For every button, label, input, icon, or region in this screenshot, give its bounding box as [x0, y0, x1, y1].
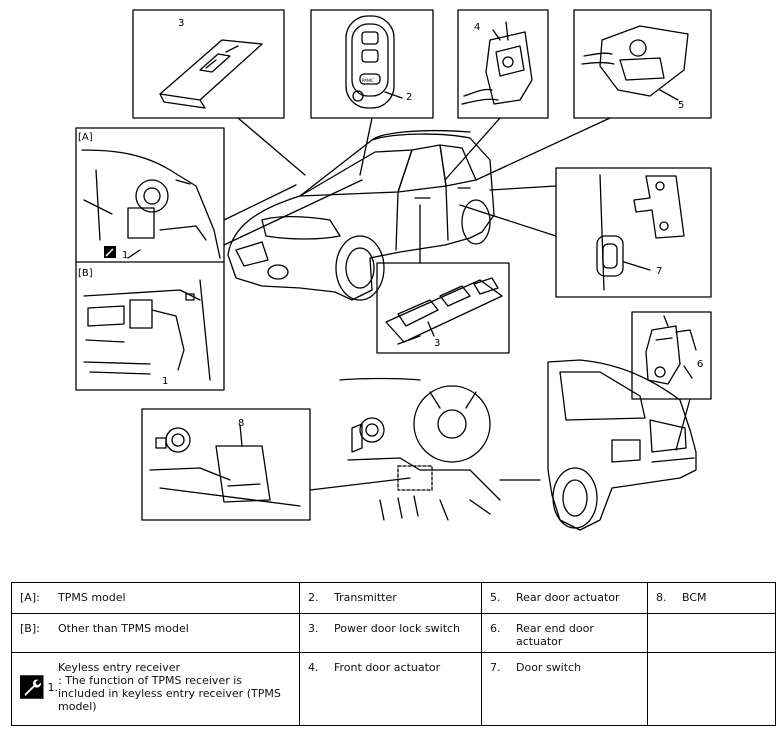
legend-key: 7. [490, 661, 501, 674]
callout-1-b: 1 [162, 376, 168, 387]
legend-text: TPMS model [58, 591, 126, 604]
power-door-lock-switch-drawing [385, 277, 503, 345]
legend-table: [A]: TPMS model 2. Transmitter 5. Rear door… [11, 582, 776, 726]
legend-key: 8. [656, 591, 667, 604]
legend-text: Keyless entry receiver [58, 661, 181, 674]
dashboard-drawing [339, 377, 541, 521]
front-door-actuator-drawing [461, 21, 533, 105]
vehicle-front-view [227, 129, 495, 301]
legend-text: Power door lock switch [334, 622, 461, 635]
transmitter-fob-drawing [345, 15, 403, 109]
callout-5: 5 [678, 100, 684, 111]
legend-key: 1. [47, 680, 59, 694]
legend-key: 2. [308, 591, 319, 604]
legend-text: Rear door actuator [516, 591, 620, 604]
receiver-location-tpms-drawing [81, 149, 221, 259]
legend-text: Transmitter [334, 591, 397, 604]
vehicle-rear-view [547, 359, 697, 531]
legend-text: Other than TPMS model [58, 622, 189, 635]
bcm-drawing [149, 424, 301, 507]
callout-3-window: 3 [178, 18, 184, 29]
receiver-location-other-drawing [83, 279, 211, 381]
rear-door-actuator-drawing [581, 25, 689, 101]
door-switch-drawing [596, 174, 685, 291]
legend-text: BCM [682, 591, 707, 604]
legend-note: : The function of TPMS receiver is inclu… [58, 674, 281, 713]
panel-b-label: [B] [78, 268, 93, 279]
legend-text: Rear end door actuator [516, 622, 594, 648]
legend-key: 3. [308, 622, 319, 635]
legend-key: 4. [308, 661, 319, 674]
panel-a-label: [A] [78, 132, 93, 143]
callout-4: 4 [474, 22, 480, 33]
wrench-note-icon [20, 675, 44, 699]
window-switch-drawing [159, 39, 263, 109]
callout-7: 7 [656, 266, 662, 277]
legend-key: 5. [490, 591, 501, 604]
fob-panic-label: PANIC [362, 78, 374, 83]
legend-key: 6. [490, 622, 501, 635]
component-location-diagram: 3 2 4 5 [A] [B] 1 1 7 3 6 8 PANIC [75, 9, 712, 531]
legend-key: [B]: [20, 622, 40, 635]
legend-row: [B]: Other than TPMS model 3. Power door l… [11, 613, 776, 653]
rear-end-door-actuator-drawing [645, 315, 697, 385]
callout-8: 8 [238, 418, 244, 429]
callout-2: 2 [406, 92, 412, 103]
legend-key: [A]: [20, 591, 40, 604]
callout-1-a: 1 [122, 250, 128, 261]
callout-6: 6 [697, 359, 703, 370]
callout-3-lock: 3 [434, 338, 440, 349]
legend-text: Door switch [516, 661, 582, 674]
legend-row: [A]: TPMS model 2. Transmitter 5. Rear door… [11, 582, 776, 614]
legend-text: Front door actuator [334, 661, 441, 674]
legend-row: 1. Keyless entry receiver : The function… [11, 652, 776, 726]
